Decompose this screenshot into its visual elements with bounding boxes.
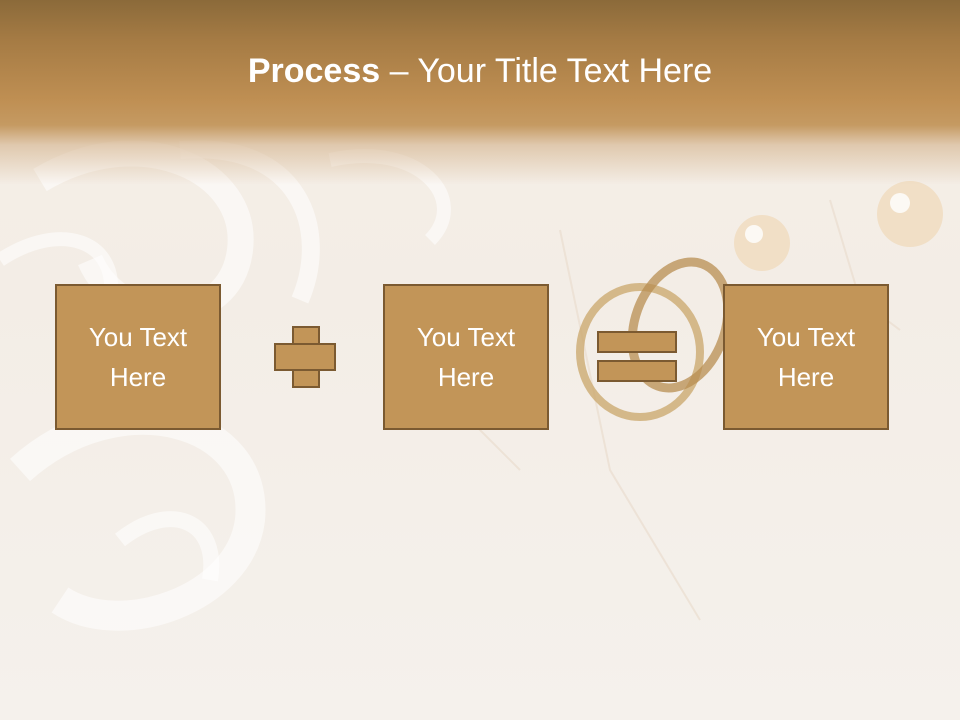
title-rest-text: – Your Title Text Here bbox=[380, 52, 713, 90]
process-box-3[interactable]: You Text Here bbox=[723, 284, 889, 430]
process-box-2-text: You Text Here bbox=[416, 322, 516, 392]
process-box-3-text: You Text Here bbox=[756, 322, 856, 392]
title-bold-text: Process bbox=[247, 52, 381, 90]
slide-title: Process – Your Title Text Here bbox=[0, 52, 960, 91]
title-bar bbox=[0, 0, 960, 185]
process-box-1[interactable]: You Text Here bbox=[55, 284, 221, 430]
process-box-2[interactable]: You Text Here bbox=[383, 284, 549, 430]
process-box-1-text: You Text Here bbox=[88, 322, 188, 392]
